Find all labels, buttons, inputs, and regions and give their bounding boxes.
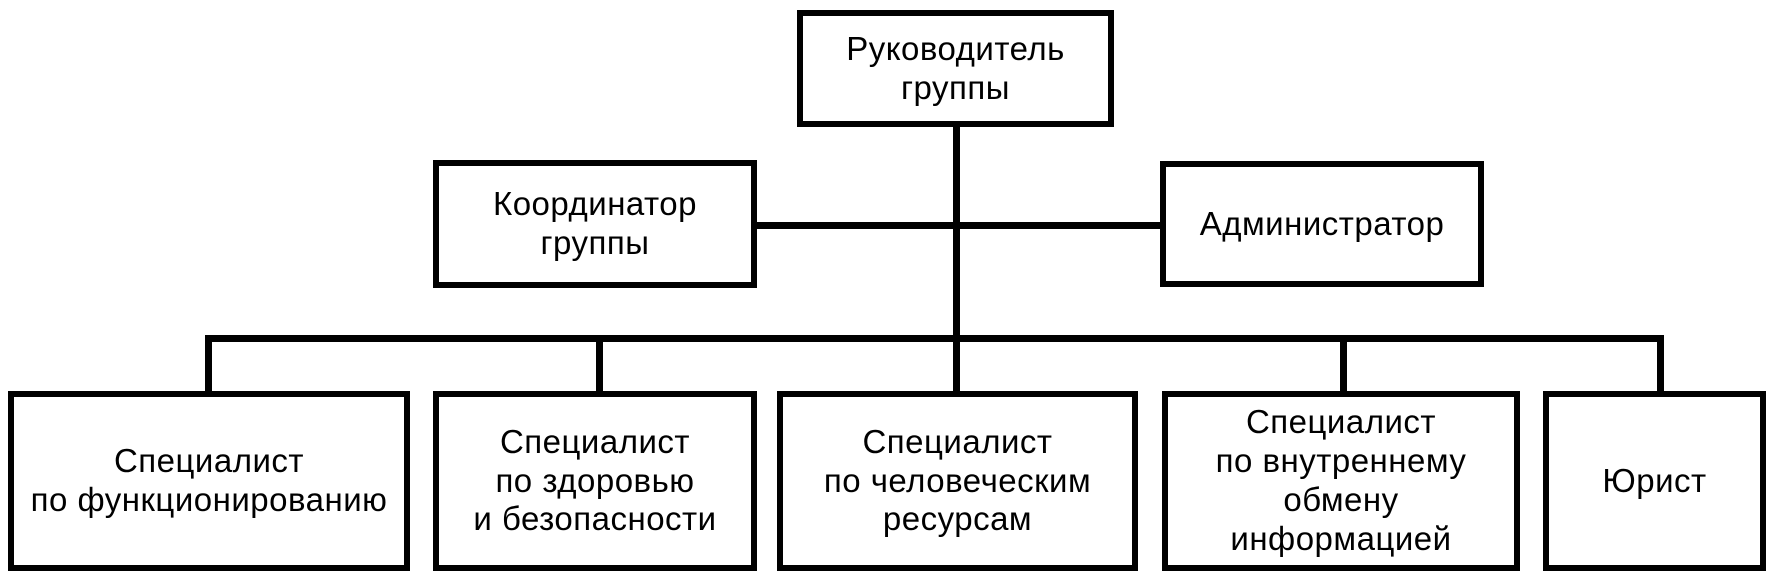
org-node-administrator-label: Администратор: [1199, 204, 1445, 242]
org-node-specialist-internal-communication: Специалист по внутреннему обмену информа…: [1162, 391, 1520, 571]
connector-drop-lawyer: [1657, 335, 1664, 393]
org-node-specialist-health-safety: Специалист по здоровью и безопасности: [433, 391, 757, 571]
org-node-group-leader: Руководитель группы: [797, 10, 1114, 127]
connector-main-vertical: [953, 127, 960, 393]
org-node-group-coordinator-label: Координатор группы: [492, 185, 697, 261]
org-node-specialist-functioning-label: Специалист по функционированию: [30, 442, 388, 518]
org-node-group-leader-label: Руководитель группы: [846, 29, 1065, 106]
connector-drop-functioning: [205, 335, 212, 393]
org-node-specialist-human-resources-label: Специалист по человеческим ресурсам: [823, 422, 1092, 538]
org-node-specialist-internal-communication-label: Специалист по внутреннему обмену информа…: [1215, 403, 1467, 557]
org-node-group-coordinator: Координатор группы: [433, 160, 757, 288]
connector-drop-health-safety: [596, 335, 603, 393]
connector-drop-internal-communication: [1340, 335, 1347, 393]
org-node-lawyer: Юрист: [1543, 391, 1766, 571]
org-node-specialist-human-resources: Специалист по человеческим ресурсам: [777, 391, 1138, 571]
org-node-specialist-health-safety-label: Специалист по здоровью и безопасности: [473, 422, 717, 538]
org-node-lawyer-label: Юрист: [1602, 461, 1707, 499]
connector-coordinator-administrator: [757, 222, 1160, 229]
org-node-administrator: Администратор: [1160, 161, 1484, 287]
org-node-specialist-functioning: Специалист по функционированию: [8, 391, 410, 571]
connector-bus-horizontal: [205, 335, 1664, 342]
